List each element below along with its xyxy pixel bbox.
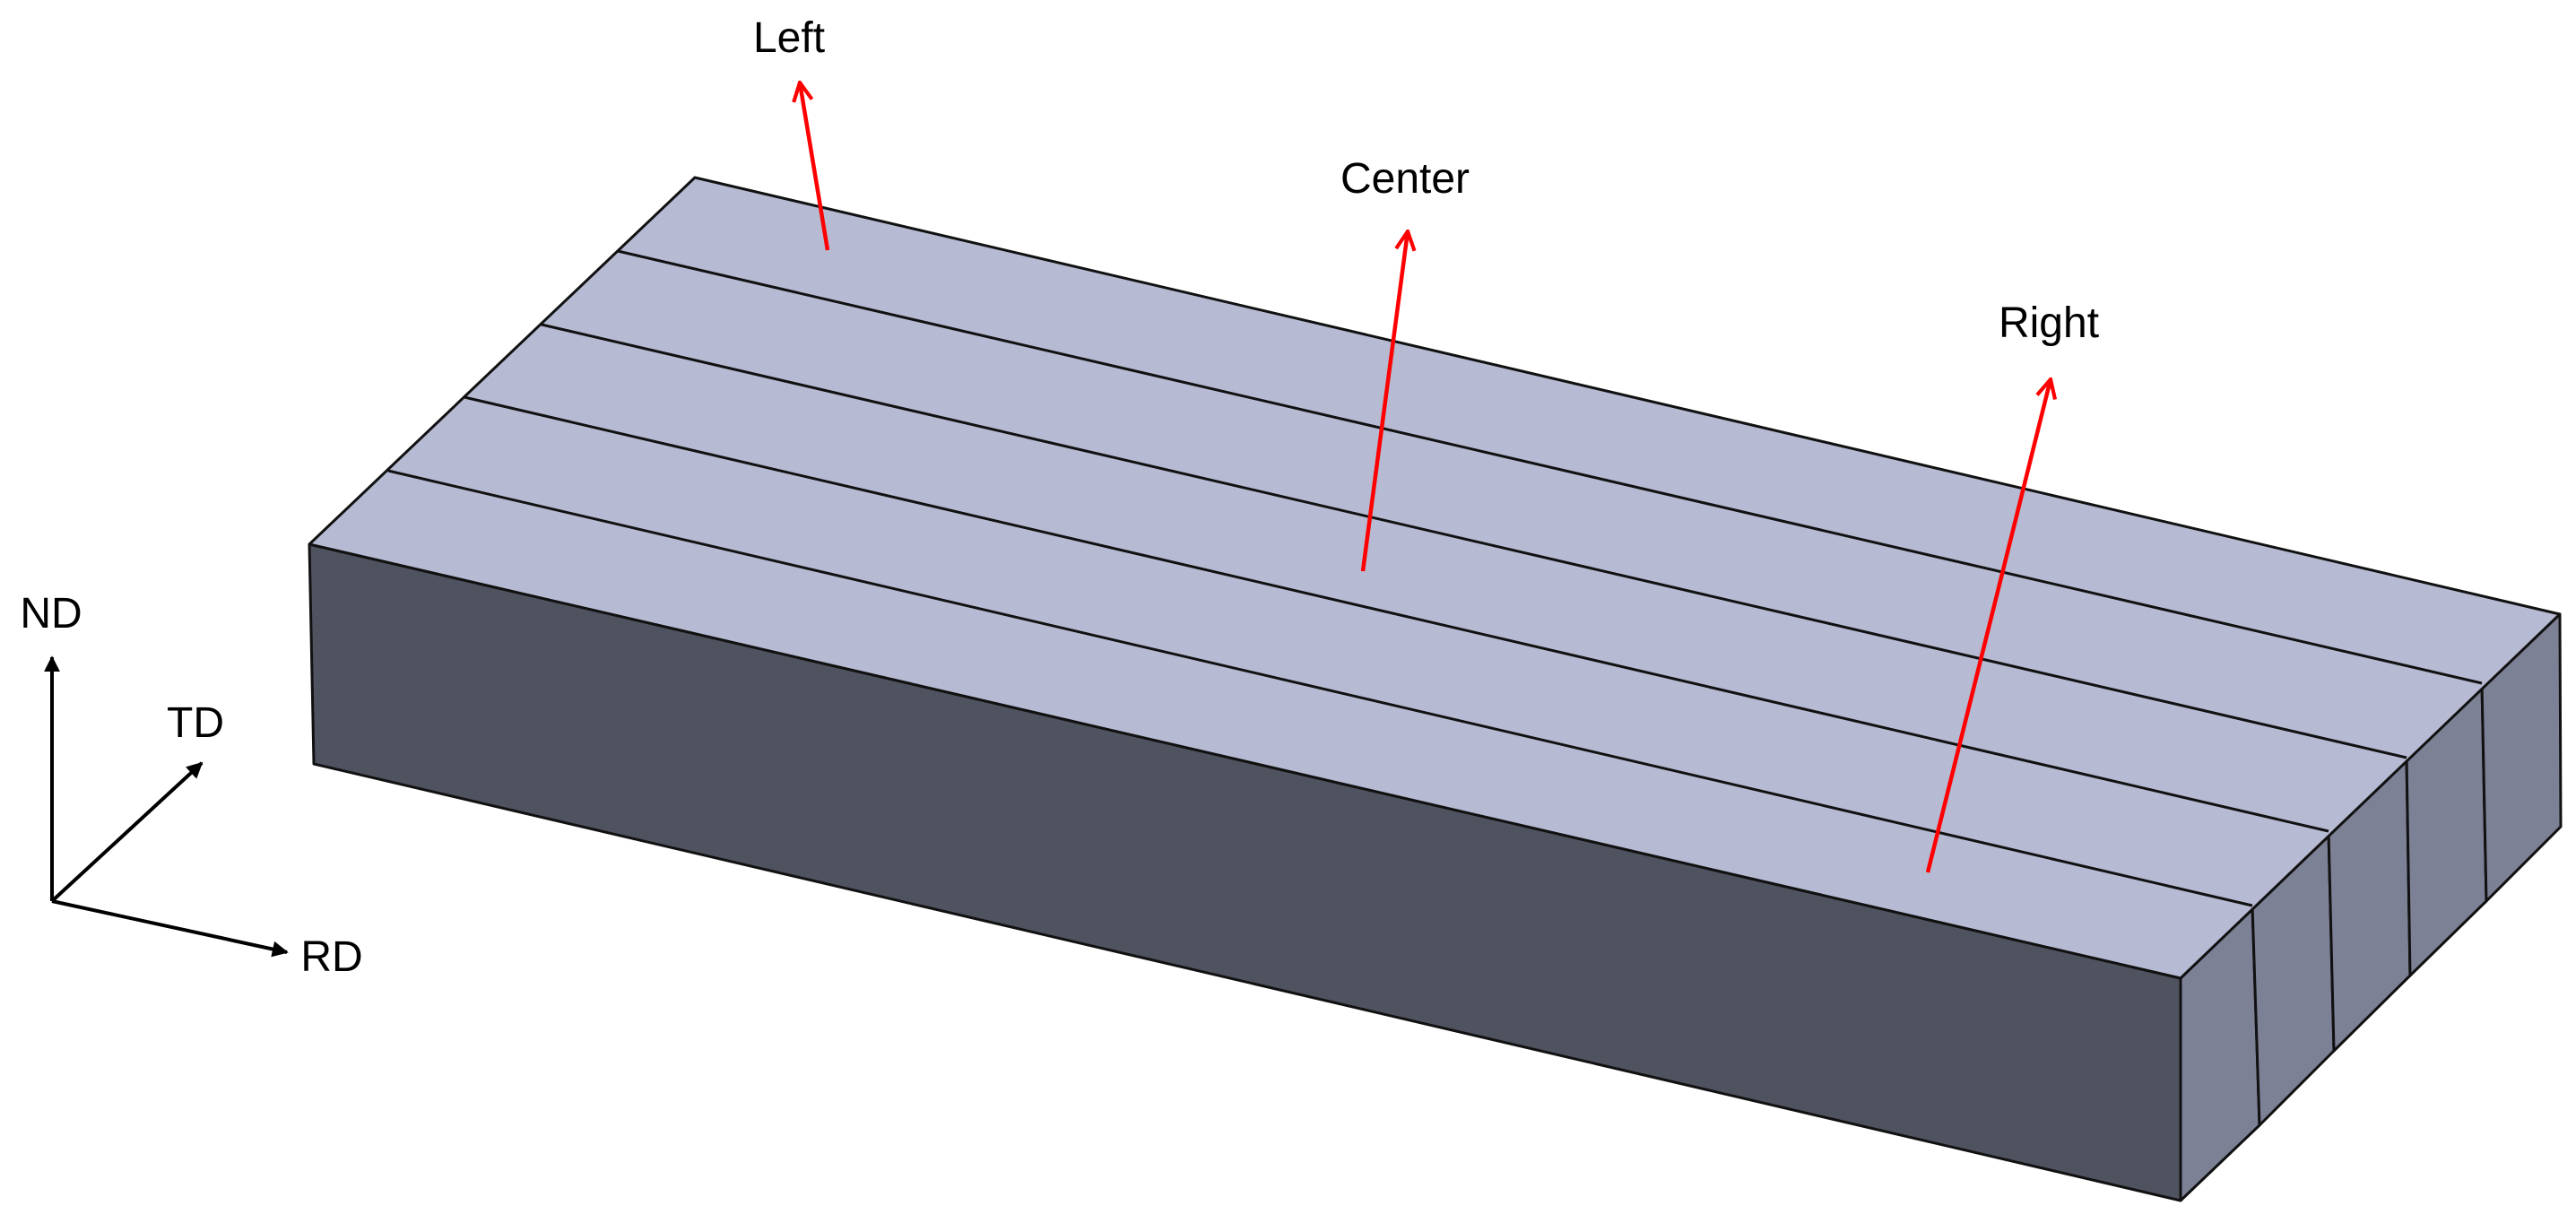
strip-divider-2: [464, 395, 2329, 833]
nd-axis-label: ND: [20, 590, 82, 638]
right-label: Right: [1999, 299, 2099, 347]
strip-divider-4: [617, 249, 2483, 685]
left-sample-arrow: [800, 82, 830, 251]
td-axis-arrow: [50, 761, 204, 903]
coordinate-axes: ND TD RD: [20, 590, 362, 981]
left-label: Left: [753, 14, 825, 62]
center-sample-arrow: [1360, 231, 1408, 572]
center-label: Center: [1340, 155, 1470, 203]
rd-axis-arrow: [51, 899, 289, 958]
plate-block: [308, 176, 2563, 1202]
rd-axis-label: RD: [300, 933, 362, 981]
strip-divider-1: [387, 469, 2253, 907]
td-axis-label: TD: [167, 699, 224, 747]
plate-top-face: [308, 176, 2562, 980]
strip-divider-3: [541, 323, 2407, 759]
right-sample-arrow: [1925, 379, 2051, 873]
